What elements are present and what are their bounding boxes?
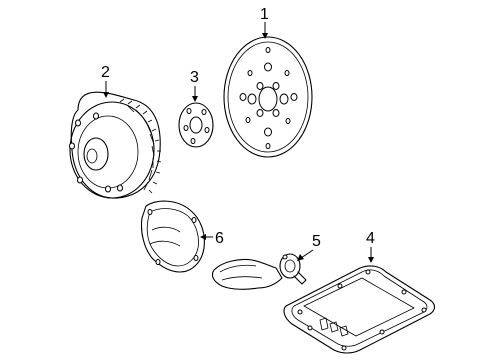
flexplate xyxy=(223,36,313,158)
callout-number-3: 3 xyxy=(190,69,199,86)
callout-number-4: 4 xyxy=(366,230,375,247)
arrowhead-5 xyxy=(297,254,304,261)
callout-5: 5 xyxy=(297,233,321,261)
callout-number-2: 2 xyxy=(101,64,110,81)
callout-6: 6 xyxy=(200,230,224,247)
callout-1: 1 xyxy=(260,6,269,39)
leader-line-5 xyxy=(300,249,314,259)
cover xyxy=(140,200,205,273)
transmission-oil-pan xyxy=(283,265,436,354)
arrowhead-3 xyxy=(192,96,198,102)
callout-number-5: 5 xyxy=(312,233,321,250)
callout-number-1: 1 xyxy=(260,6,269,23)
callout-2: 2 xyxy=(101,64,110,98)
callout-4: 4 xyxy=(366,230,375,263)
arrowhead-4 xyxy=(368,257,374,263)
adapter-plate xyxy=(178,102,214,148)
arrowhead-1 xyxy=(262,33,268,39)
arrowhead-6 xyxy=(200,234,206,240)
filter-assembly xyxy=(211,253,307,290)
arrowhead-2 xyxy=(103,92,109,98)
callout-number-6: 6 xyxy=(215,230,224,247)
callout-3: 3 xyxy=(190,69,199,102)
torque-converter xyxy=(69,91,162,199)
